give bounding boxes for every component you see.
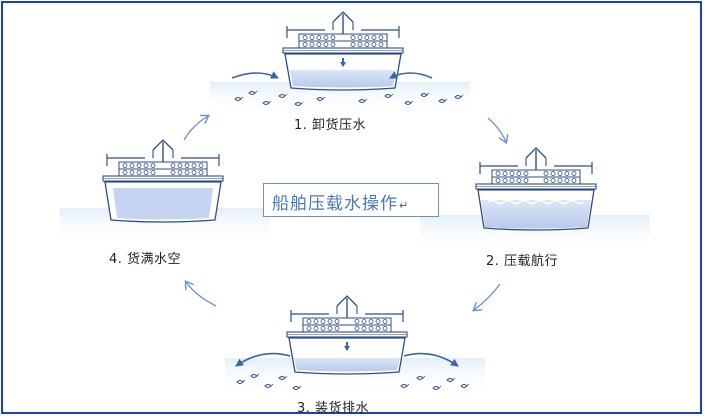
ship-step-2 xyxy=(475,147,597,231)
outflow-arrow-left xyxy=(235,352,291,367)
inflow-arrow-left xyxy=(231,71,279,79)
cycle-arrow-3-to-4 xyxy=(186,282,217,307)
ship-step-3 xyxy=(286,295,408,375)
diagram-title-box: 船舶压载水操作↵ xyxy=(263,183,439,217)
step-label-2: 2. 压载航行 xyxy=(486,254,559,269)
diagram-frame xyxy=(1,1,702,414)
ship-step-1 xyxy=(282,11,404,91)
inflow-arrow-right xyxy=(389,71,433,79)
step-label-4: 4. 货满水空 xyxy=(109,252,182,267)
cycle-arrow-4-to-1 xyxy=(183,116,208,141)
cycle-arrow-2-to-3 xyxy=(474,283,501,310)
step-label-1: 1. 卸货压水 xyxy=(294,118,367,133)
paragraph-mark-icon: ↵ xyxy=(399,199,410,212)
outflow-arrow-right xyxy=(403,352,459,367)
diagram-title: 船舶压载水操作↵ xyxy=(272,189,409,214)
cycle-arrow-1-to-2 xyxy=(487,117,506,142)
diagram-title-text: 船舶压载水操作 xyxy=(272,194,398,214)
ship-step-4 xyxy=(102,139,224,223)
step-label-3: 3. 装货排水 xyxy=(297,401,370,416)
